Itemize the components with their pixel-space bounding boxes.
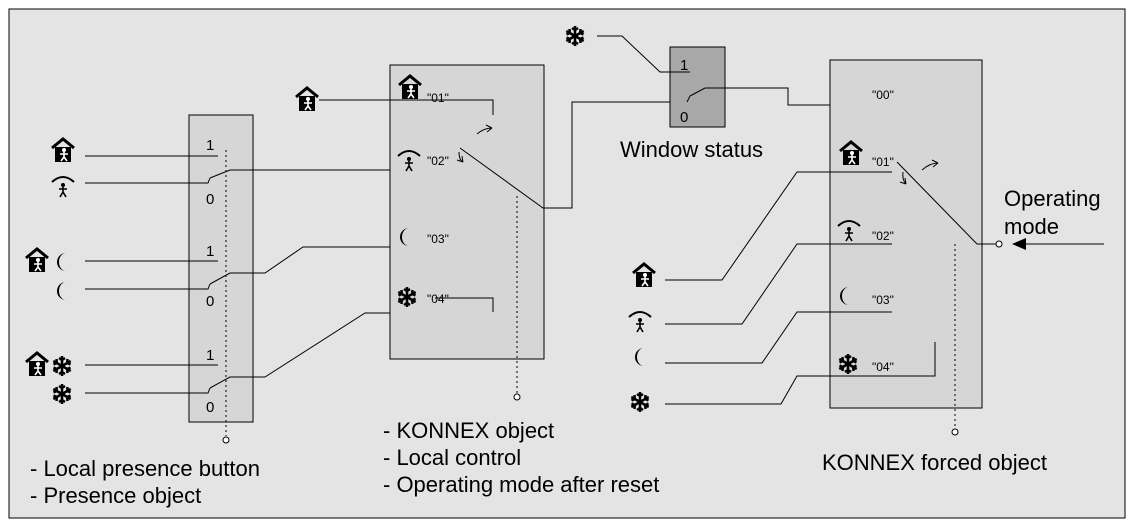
switch3-off-label: 0 bbox=[206, 399, 214, 416]
konnex-switch-arrows bbox=[456, 124, 493, 163]
konnex-label-04: "04" bbox=[427, 292, 449, 306]
konnex-caption-line3: - Operating mode after reset bbox=[383, 472, 659, 497]
switch3-on-label: 1 bbox=[206, 347, 214, 364]
konnex-label-01: "01" bbox=[427, 91, 449, 105]
window-off-label: 0 bbox=[680, 109, 688, 126]
forced-label-02: "02" bbox=[872, 229, 894, 243]
forced-label-01: "01" bbox=[872, 155, 894, 169]
presence-caption-line1: - Local presence button bbox=[30, 456, 260, 481]
switch2-on-label: 1 bbox=[206, 243, 214, 260]
forced-output-terminal bbox=[951, 428, 959, 436]
presence-wires bbox=[85, 155, 435, 394]
konnex-caption-line1: - KONNEX object bbox=[383, 418, 554, 443]
operating-mode-caption-line1: Operating bbox=[1004, 186, 1101, 211]
presence-output-terminal bbox=[222, 436, 230, 444]
forced-wires bbox=[665, 161, 996, 405]
operating-mode-arrow bbox=[1012, 238, 1104, 250]
switch1-on-label: 1 bbox=[206, 137, 214, 154]
operating-mode-caption-line2: mode bbox=[1004, 214, 1059, 239]
konnex-label-02: "02" bbox=[427, 154, 449, 168]
konnex-wires bbox=[319, 99, 687, 312]
forced-switch-arrows bbox=[899, 159, 939, 185]
forced-label-03: "03" bbox=[872, 293, 894, 307]
window-status-box bbox=[669, 46, 726, 128]
forced-box bbox=[829, 59, 983, 409]
forced-label-00: "00" bbox=[872, 88, 894, 102]
konnex-output-terminal bbox=[513, 393, 521, 401]
konnex-object-panel: "01" "02" "03" "04" - KONNEX object - Lo… bbox=[294, 64, 687, 497]
window-status-panel: 1 0 Window status bbox=[565, 24, 936, 162]
switch2-off-label: 0 bbox=[206, 293, 214, 310]
forced-label-04: "04" bbox=[872, 360, 894, 374]
konnex-label-03: "03" bbox=[427, 232, 449, 246]
konnex-box bbox=[389, 64, 545, 360]
window-status-caption: Window status bbox=[620, 137, 763, 162]
presence-box bbox=[188, 114, 254, 423]
operating-mode-terminal bbox=[995, 240, 1003, 248]
konnex-caption-line2: - Local control bbox=[383, 445, 521, 470]
window-on-label: 1 bbox=[680, 57, 688, 74]
konnex-forced-panel: "00" "01" "02" "03" "04" bbox=[628, 59, 1104, 475]
local-presence-panel: 1 0 1 0 1 0 - Local presence button - Pr… bbox=[24, 114, 435, 508]
presence-caption-line2: - Presence object bbox=[30, 483, 201, 508]
switch1-off-label: 0 bbox=[206, 191, 214, 208]
forced-caption: KONNEX forced object bbox=[822, 450, 1047, 475]
